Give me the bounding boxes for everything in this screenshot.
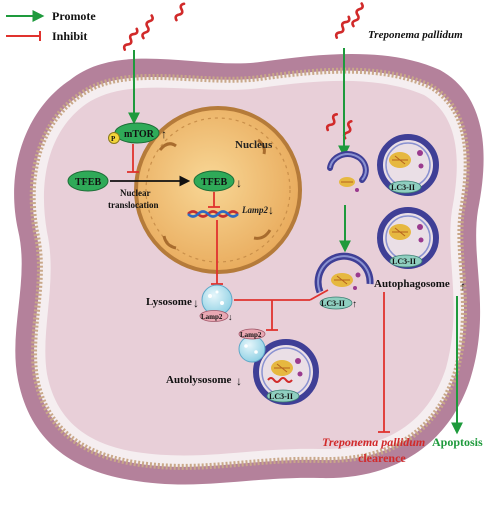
tfeb-nuc-node [193,170,235,192]
organism-label: Treponema pallidum [368,29,463,41]
nucleus-label: Nucleus [235,139,273,151]
tfeb-cyto-node [67,170,109,192]
legend: Promote Inhibit [6,9,96,43]
phospho-circle [108,132,120,144]
lamp2-gene-label: Lamp2 [241,205,268,215]
mtor-node [108,122,160,144]
autophagosome-top [377,134,439,196]
lamp2-lyso-oval [199,310,229,322]
clearance-label-1: Treponema pallidum [322,435,425,449]
lamp2-gene-down-arrow: ↓ [268,203,274,217]
apoptosis-label: Apoptosis [432,435,483,449]
tfeb-down-arrow: ↓ [236,176,242,190]
inhibit-fusion [234,289,329,331]
lysosome [199,284,233,322]
lc3-label-4: LC3-II [269,392,293,401]
phospho-label: P [111,135,116,143]
autolysosome-down-arrow: ↓ [236,374,242,388]
legend-inhibit-label: Inhibit [52,29,87,43]
lc3-label-1: LC3-II [321,299,345,308]
autophagosome-forming [314,252,374,310]
lc3-oval-3 [389,254,423,268]
legend-promote-label: Promote [52,9,96,23]
autophagosome-label: Autophagosome [374,278,450,290]
lamp2-lyso-label: Lamp2 [201,313,223,321]
lc3-oval-2 [388,180,422,194]
lamp2-auto-label: Lamp2 [240,331,262,339]
lamp2-lyso-down-arrow: ↓ [228,312,233,322]
autolyso-lysosome [238,335,266,363]
lc3-label-2: LC3-II [391,183,415,192]
lc3-oval-4 [266,389,300,403]
clearance-label-2: clearence [358,451,406,465]
translocation-label-2: translocation [108,200,159,210]
autophagosome-up-arrow: ↑ [460,279,466,293]
autolysosome [238,328,319,405]
autolysosome-label: Autolysosome [166,374,232,386]
mtor-label: mTOR [124,129,155,140]
mtor-up-arrow: ↑ [161,127,167,141]
dna-strand [187,210,239,218]
translocation-label-1: Nuclear [120,188,151,198]
tfeb-nuc-label: TFEB [201,177,227,188]
autophagosome-bottom [377,207,439,269]
lc3-oval-1 [319,296,353,310]
lysosome-down-arrow: ↓ [193,296,199,310]
lysosome-label: Lysosome [146,296,192,308]
lamp2-auto-oval [238,328,266,340]
phagophore [327,151,369,192]
lc3-up-arrow-1: ↑ [352,299,357,310]
lc3-label-3: LC3-II [392,257,416,266]
tfeb-cyto-label: TFEB [75,177,101,188]
